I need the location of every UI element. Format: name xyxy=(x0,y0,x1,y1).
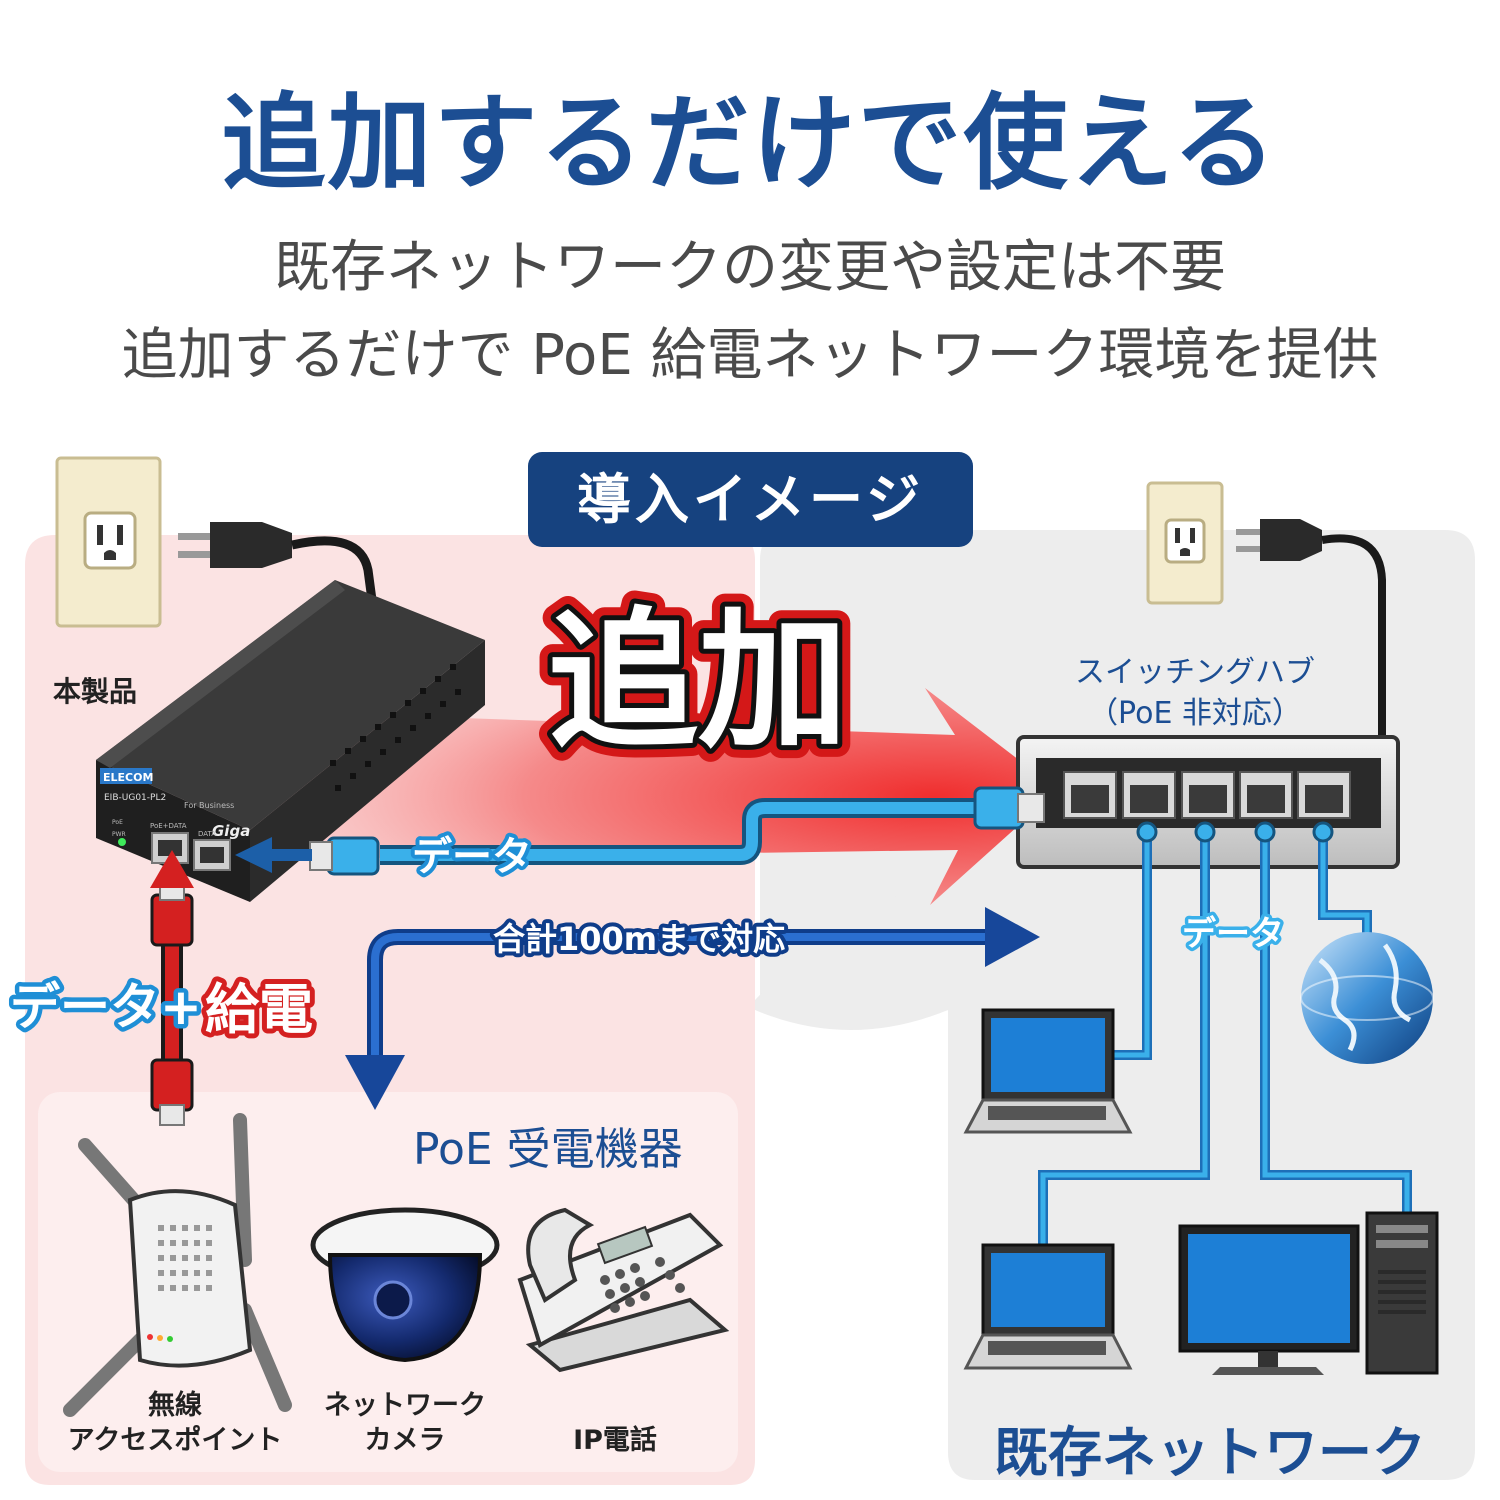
led-poe-label: PoE xyxy=(112,819,123,826)
poe-devices-title: PoE 受電機器 xyxy=(413,1124,683,1175)
laptop-icon-1 xyxy=(963,1008,1133,1134)
pink-panel-curve xyxy=(755,880,948,1030)
product-label: 本製品 xyxy=(53,675,138,708)
ip-phone-icon xyxy=(517,1207,730,1373)
poe-cable xyxy=(150,850,194,1126)
page-title: 追加するだけで使える xyxy=(221,82,1279,204)
device-label-camera-line2: カメラ xyxy=(364,1425,446,1456)
rj45-connector-hub xyxy=(973,786,1025,830)
add-label-inner-outline: 追加 xyxy=(548,595,848,769)
distance-arrow xyxy=(345,907,1040,1110)
subtitle-line-1: 既存ネットワークの変更や設定は不要 xyxy=(274,235,1226,300)
power-arrow-up xyxy=(150,850,194,888)
combo-label-data: データ+ xyxy=(10,978,202,1036)
laptop-icon-2 xyxy=(963,1243,1133,1370)
product-brand: ELECOM xyxy=(103,771,153,784)
device-label-phone: IP電話 xyxy=(573,1425,657,1456)
hub-label-line-2: （PoE 非対応） xyxy=(1088,696,1302,731)
combo-label-power: 給電 xyxy=(205,978,313,1041)
plug-icon-right xyxy=(1236,519,1386,738)
device-label-ap-line2: アクセスポイント xyxy=(67,1425,283,1456)
dome-camera-icon xyxy=(310,1207,500,1363)
power-led xyxy=(118,838,126,846)
intro-image-badge: 導入イメージ xyxy=(528,452,973,547)
product-for-business: For Business xyxy=(184,801,234,810)
device-label-camera-line1: ネットワーク xyxy=(324,1390,486,1421)
add-label: 追加 xyxy=(548,595,848,769)
access-point-icon xyxy=(63,1113,292,1417)
port-poe-label: PoE+DATA xyxy=(150,822,187,830)
poe-injector-device: ELECOM EIB-UG01-PL2 For Business Giga Po… xyxy=(96,580,485,902)
rj45-connector-bottom xyxy=(150,1058,194,1112)
subtitle-line-2: 追加するだけで PoE 給電ネットワーク環境を提供 xyxy=(121,323,1379,388)
port-data-label: DATA xyxy=(198,830,216,838)
outlet-icon-left xyxy=(55,456,162,628)
add-label-group: 追加 追加 追加 xyxy=(535,582,861,782)
hub-label-line-1: スイッチングハブ xyxy=(1075,655,1315,690)
globe-icon xyxy=(1300,932,1434,1064)
rj45-connector-top xyxy=(150,893,194,947)
data-label-top: データ xyxy=(412,834,532,880)
data-cable-top xyxy=(235,786,1045,876)
rj45-connector-injector xyxy=(326,836,380,876)
data-label-right: データ xyxy=(1182,914,1284,954)
device-label-ap-line1: 無線 xyxy=(148,1390,202,1421)
existing-network-label: 既存ネットワーク xyxy=(994,1421,1426,1484)
switching-hub-device xyxy=(1016,735,1400,869)
add-label-outline: 追加 xyxy=(548,595,848,769)
led-pwr-label: PWR xyxy=(112,831,126,838)
product-logo: Giga xyxy=(212,822,250,840)
outlet-icon-right xyxy=(1146,481,1224,605)
plug-icon-left xyxy=(178,522,377,601)
desktop-pc-icon xyxy=(1178,1211,1439,1375)
data-arrow-to-injector xyxy=(235,837,272,873)
distance-label: 合計100mまで対応 xyxy=(493,920,785,958)
product-model: EIB-UG01-PL2 xyxy=(104,793,166,803)
